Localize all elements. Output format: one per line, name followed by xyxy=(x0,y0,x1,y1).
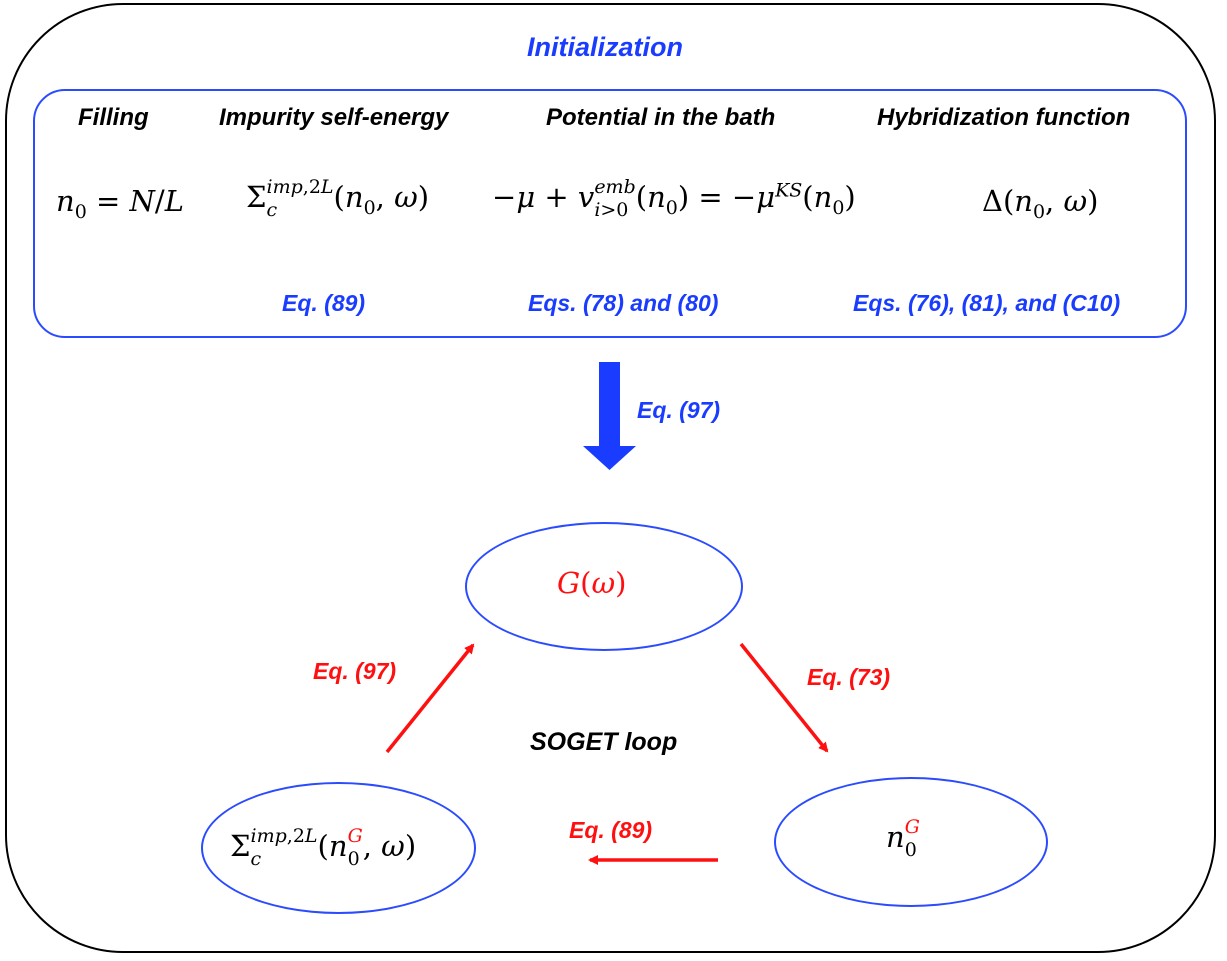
edge-label-n0g-to-sigma: Eq. (89) xyxy=(569,817,653,843)
arrow-sigma-to-g xyxy=(385,643,475,754)
node-n0g xyxy=(774,777,1048,907)
transition-label: Eq. (97) xyxy=(637,397,721,423)
node-sigma xyxy=(201,782,476,914)
header-potential-in-bath: Potential in the bath xyxy=(546,104,776,131)
expression-hybridization: Δ(n0, ω) xyxy=(982,184,1099,223)
reference-impurity-self-energy: Eq. (89) xyxy=(282,290,366,316)
node-g-omega xyxy=(465,522,743,651)
initialization-box xyxy=(33,89,1187,338)
node-g-omega-label: G(ω) xyxy=(557,566,627,600)
loop-label: SOGET loop xyxy=(530,728,678,756)
initialization-title: Initialization xyxy=(527,32,684,62)
outer-frame xyxy=(5,3,1216,953)
reference-hybridization: Eqs. (76), (81), and (C10) xyxy=(853,290,1121,316)
expression-filling: n0 = N/L xyxy=(56,184,184,223)
reference-potential-in-bath: Eqs. (78) and (80) xyxy=(528,290,719,316)
edge-label-g-to-n0g: Eq. (73) xyxy=(807,664,891,690)
header-filling: Filling xyxy=(78,104,149,131)
arrow-g-to-n0g xyxy=(739,642,829,753)
header-impurity-self-energy: Impurity self-energy xyxy=(219,104,449,131)
initialization-to-loop-arrow xyxy=(583,362,636,470)
edge-label-sigma-to-g: Eq. (97) xyxy=(313,658,397,684)
header-hybridization-function: Hybridization function xyxy=(877,104,1131,131)
